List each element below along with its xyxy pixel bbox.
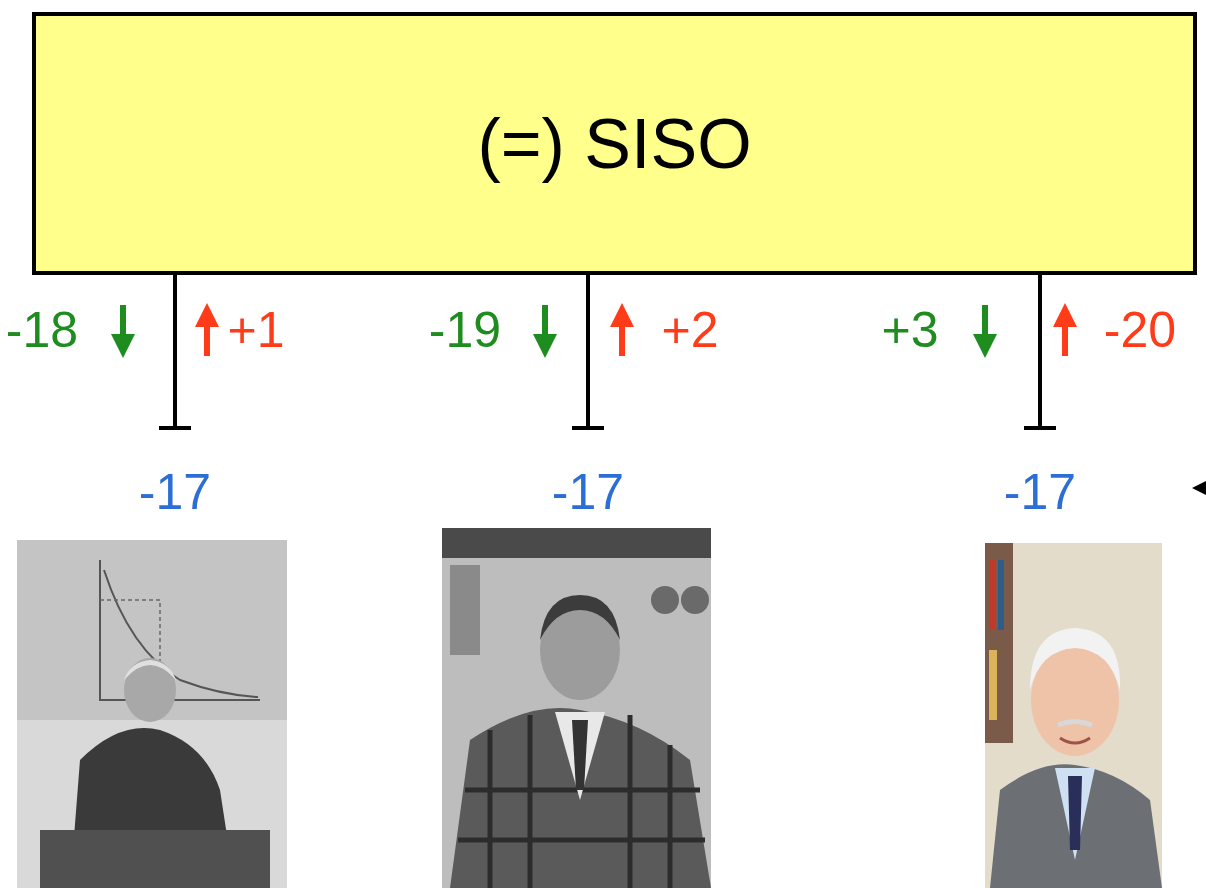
moustache <box>1058 722 1092 726</box>
message-value: -20 <box>1104 305 1176 355</box>
variable-stub <box>159 275 1056 428</box>
photo-background <box>985 543 1162 888</box>
up-arrow <box>204 315 210 356</box>
stub-bar <box>1024 426 1056 430</box>
book <box>998 560 1004 630</box>
message-value: +2 <box>661 305 718 355</box>
bookshelf <box>985 543 1013 743</box>
hair <box>124 660 176 680</box>
book <box>989 650 997 720</box>
shirt <box>555 712 605 800</box>
equipment <box>681 586 709 614</box>
up-arrow <box>1062 315 1068 356</box>
shelf-items <box>450 565 480 655</box>
stub-line <box>173 275 177 428</box>
chalk-axes <box>100 560 260 700</box>
stub-bar <box>159 426 191 430</box>
plaid-line <box>458 838 705 843</box>
shirt <box>1055 768 1095 860</box>
book <box>989 560 995 630</box>
down-arrow <box>542 305 548 346</box>
variable-value: -17 <box>552 467 624 517</box>
shelf <box>442 528 711 558</box>
stub-line <box>1038 275 1042 428</box>
message-arrows <box>123 305 1065 356</box>
plaid-line <box>628 715 633 888</box>
hair <box>540 595 620 640</box>
variable-value: -17 <box>139 467 211 517</box>
plaid-line <box>668 745 673 888</box>
hair <box>1030 628 1120 690</box>
message-value: -18 <box>6 305 78 355</box>
message-value: +1 <box>227 305 284 355</box>
process-box: (=) SISO <box>32 12 1197 275</box>
desk <box>40 830 270 888</box>
plaid-pattern <box>458 715 705 888</box>
message-value: +3 <box>881 305 938 355</box>
plaid-line <box>528 715 533 888</box>
tie <box>1068 776 1082 850</box>
portrait-photo <box>17 540 287 888</box>
down-arrow <box>120 305 126 346</box>
variable-value: -17 <box>1004 467 1076 517</box>
smile <box>1060 738 1090 743</box>
plaid-line <box>488 730 493 888</box>
stub-line <box>586 275 590 428</box>
photo-background <box>442 528 711 888</box>
portrait-photo <box>985 543 1162 888</box>
portrait-photo <box>442 528 711 888</box>
pointer-arrow <box>1192 481 1206 495</box>
equipment <box>651 586 679 614</box>
plaid-jacket <box>450 708 711 888</box>
suit <box>990 764 1162 888</box>
up-arrow <box>619 315 625 356</box>
tie <box>572 720 588 790</box>
photo-background <box>17 540 287 888</box>
box-title: (=) SISO <box>477 104 751 184</box>
down-arrow <box>982 305 988 346</box>
stub-bar <box>572 426 604 430</box>
head <box>124 658 176 722</box>
message-value: -19 <box>429 305 501 355</box>
